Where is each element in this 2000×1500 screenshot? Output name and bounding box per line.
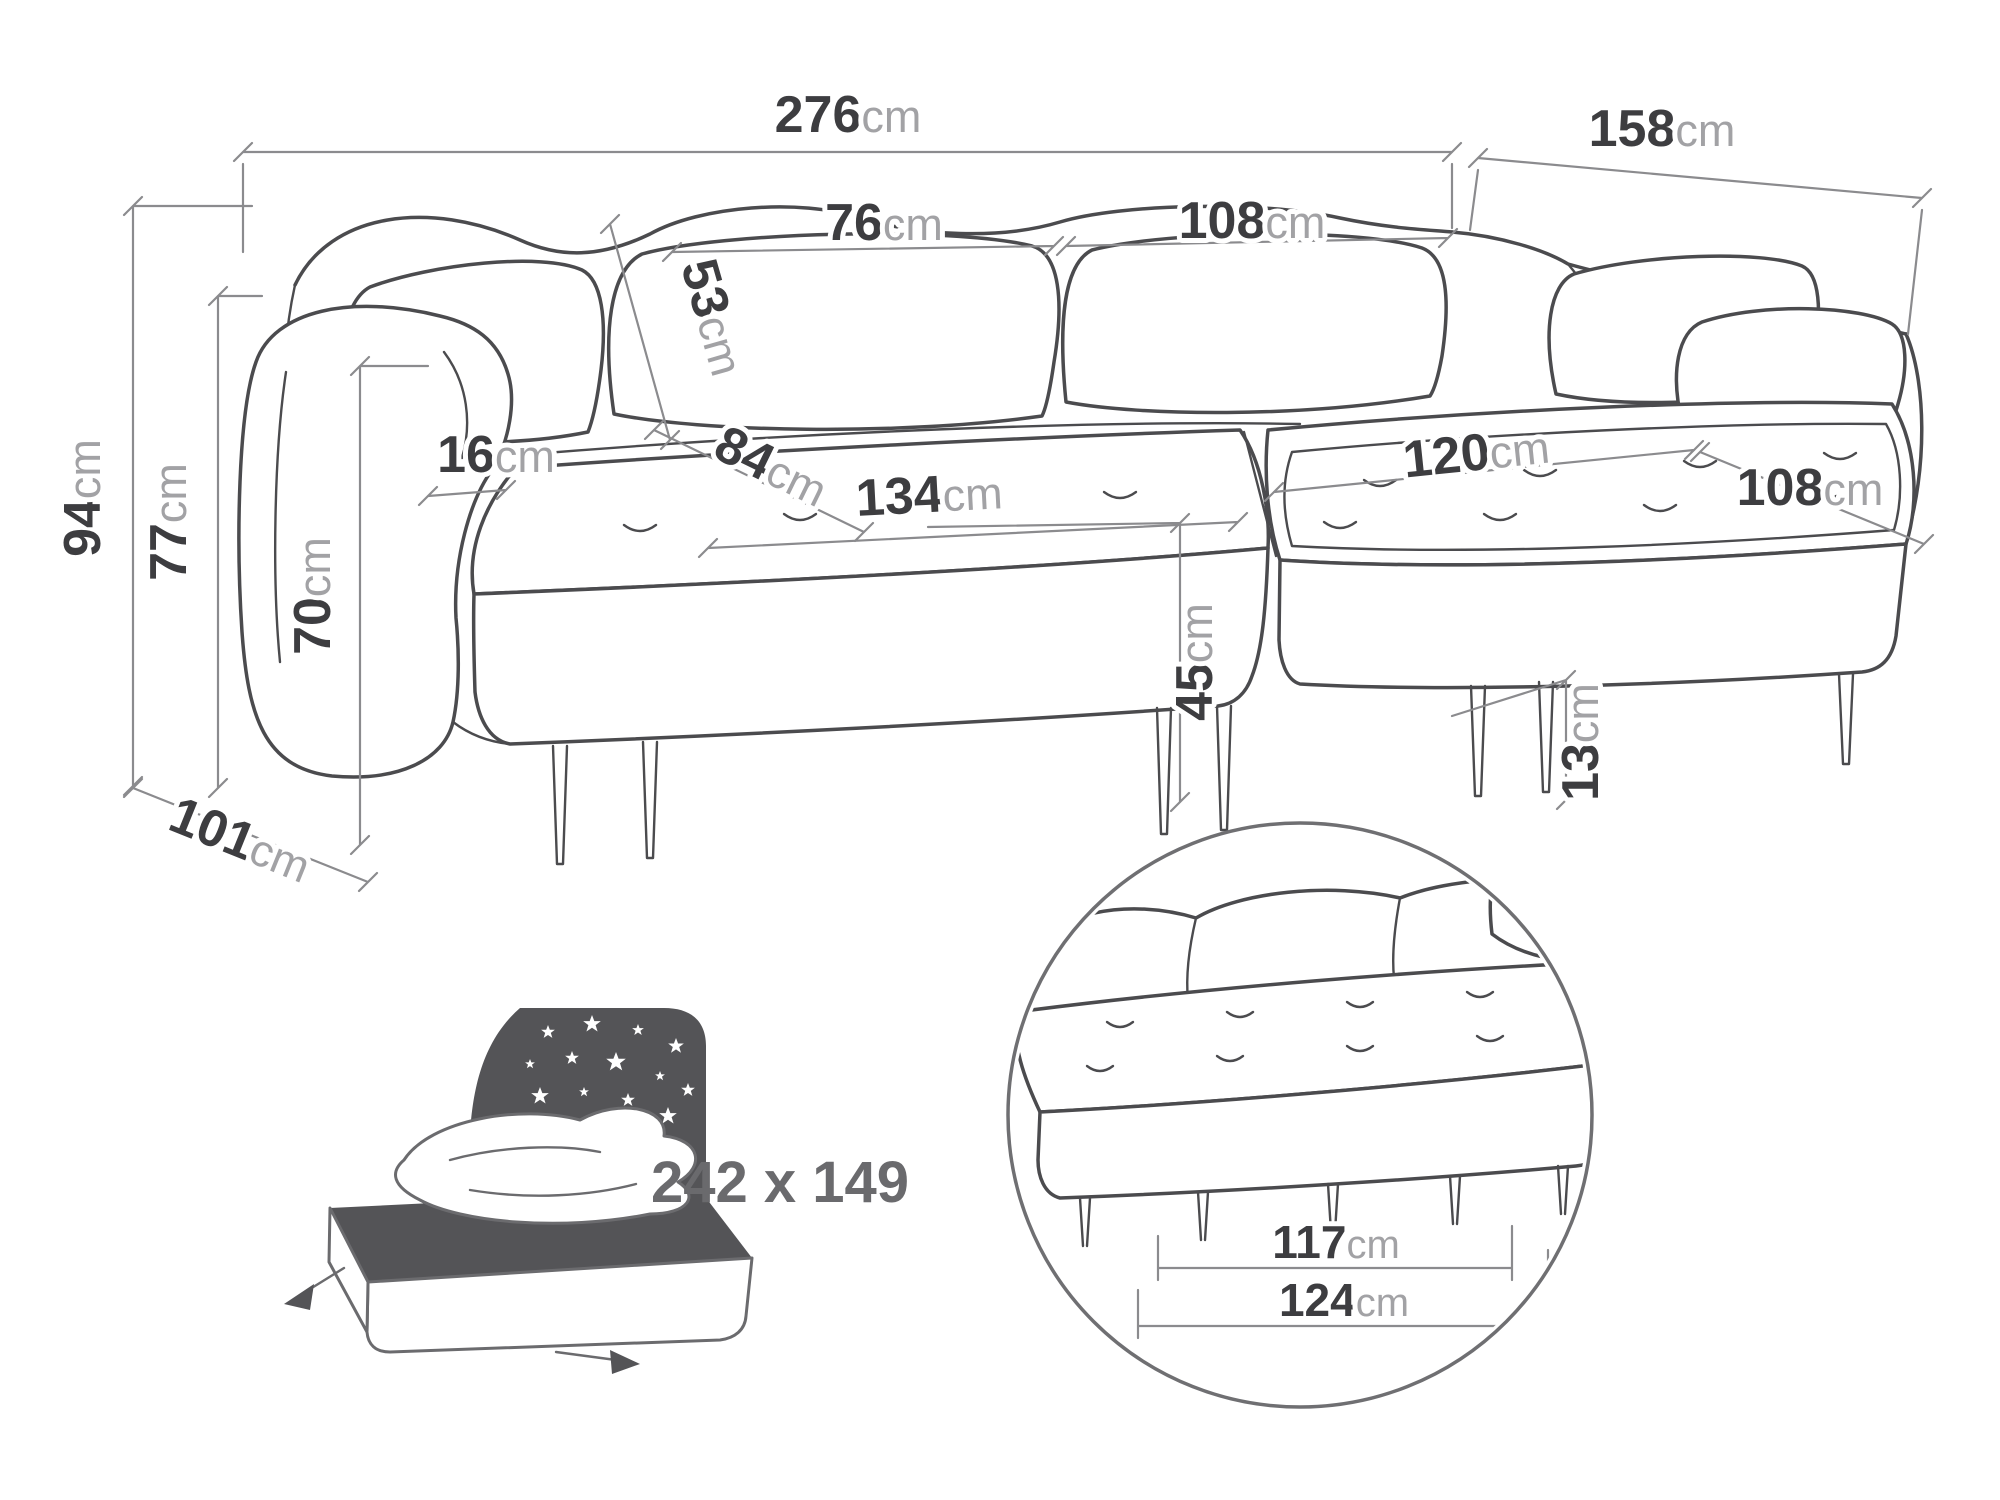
dim-seat-width: 134cm [854,462,1004,528]
inset-labels: 117cm 124cm [1267,1211,1414,1331]
dim-line-back-cushion-center [661,235,1065,263]
detail-inset: 117cm 124cm [1006,821,1594,1409]
dim-line-side-depth [1467,147,1933,336]
bed-mattress [327,1106,754,1354]
dimension-labels: 276cm 158cm 94cm 77cm 70cm 101cm 16cm 53… [49,81,1888,898]
dim-leg-height: 13cm [1552,683,1610,801]
dim-line-backrest-height [207,285,264,799]
main-seat [470,428,1278,746]
dim-line-back-cushion-right [1055,227,1459,257]
detail-inner-length: 117cm [1272,1216,1400,1268]
sofa-legs [551,672,1855,866]
detail-outer-length: 124cm [1279,1274,1409,1326]
bed-duvet [394,1106,698,1225]
dim-line-armrest-height [349,355,430,856]
dim-total-height: 94cm [54,439,112,557]
back-cushion-center [606,232,1061,432]
dim-armrest-height: 70cm [284,537,342,655]
dim-chaise-width: 120cm [1400,417,1552,490]
dim-line-total-width [232,141,1463,254]
bed-icon [284,1008,754,1374]
dim-chaise-depth: 108cm [1737,459,1884,517]
dimension-lines [122,141,1935,893]
dim-base-depth: 101cm [161,786,319,895]
dim-back-cushion-right: 108cm [1179,192,1326,250]
dim-line-back-cushion-height [599,213,681,451]
dim-line-base-depth [122,777,379,893]
dim-backrest-height: 77cm [140,463,198,581]
dim-seat-height: 45cm [1166,603,1224,721]
seat-tufting [622,451,1858,533]
sofa-illustration [237,204,1924,866]
back-cushion-right [1061,232,1448,415]
dim-line-seat-height [926,512,1191,813]
dim-line-chaise-width [1263,439,1705,503]
dim-back-cushion-center: 76cm [825,194,943,252]
dim-line-total-height [122,195,254,797]
dim-line-seat-width [697,511,1249,559]
dim-side-depth: 158cm [1589,100,1736,158]
dim-total-width: 276cm [775,86,922,144]
dim-armrest-width: 16cm [437,426,555,484]
chaise-section [1264,400,1916,690]
dim-line-seat-depth [643,419,875,543]
inset-tufting [1085,990,1505,1073]
armrest-left [237,304,514,779]
unfold-arrows [284,1266,640,1374]
inset-legs [1078,1164,1570,1248]
dim-line-leg-height [1450,669,1577,811]
dim-line-armrest-width [417,479,517,507]
bed-size-label: 242 x 149 [651,1150,909,1215]
dim-line-chaise-depth [1689,441,1935,555]
